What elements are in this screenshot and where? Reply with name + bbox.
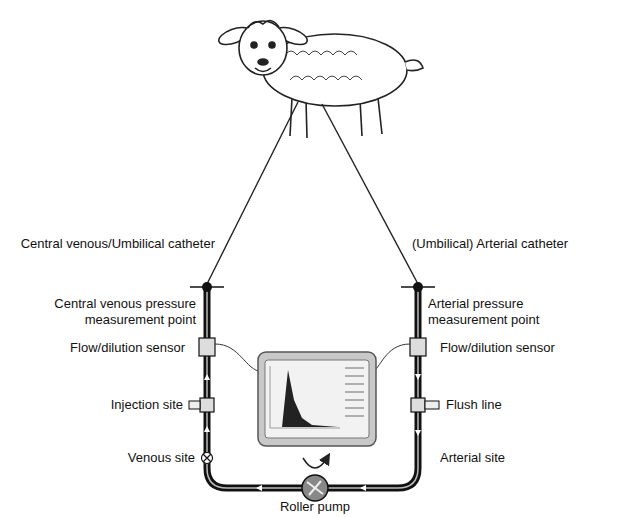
injection-stub: [189, 401, 200, 409]
venous-site-port: [202, 453, 213, 464]
label: Central venous pressure measurement poin…: [26, 296, 196, 328]
ap-point: [413, 282, 423, 292]
arterial-sensor: [410, 338, 426, 356]
venous-catheter: [207, 102, 298, 284]
label: Central venous/Umbilical catheter: [21, 236, 215, 252]
cvp-point: [202, 282, 212, 292]
label: (Umbilical) Arterial catheter: [412, 236, 568, 252]
flush-stub: [425, 401, 439, 409]
monitor: [258, 352, 376, 446]
lamb: [217, 21, 423, 138]
label: Flush line: [446, 397, 502, 413]
label: Injection site: [111, 397, 183, 413]
tubing: [207, 286, 418, 488]
label: Venous site: [128, 450, 195, 466]
label: Flow/dilution sensor: [440, 340, 555, 356]
flush-port: [411, 398, 425, 412]
sensor-cable: [372, 344, 410, 372]
label: Arterial pressure measurement point: [428, 296, 598, 328]
venous-site-mark: [203, 454, 211, 462]
sensor-cable: [215, 344, 262, 372]
venous-sensor: [199, 338, 215, 356]
label: Arterial site: [440, 450, 505, 466]
label: Roller pump: [280, 499, 350, 515]
roller-pump: [302, 458, 328, 501]
arterial-catheter: [322, 104, 418, 284]
tubing-highlight: [207, 286, 418, 488]
injection-port: [200, 398, 214, 412]
label: Flow/dilution sensor: [70, 340, 185, 356]
